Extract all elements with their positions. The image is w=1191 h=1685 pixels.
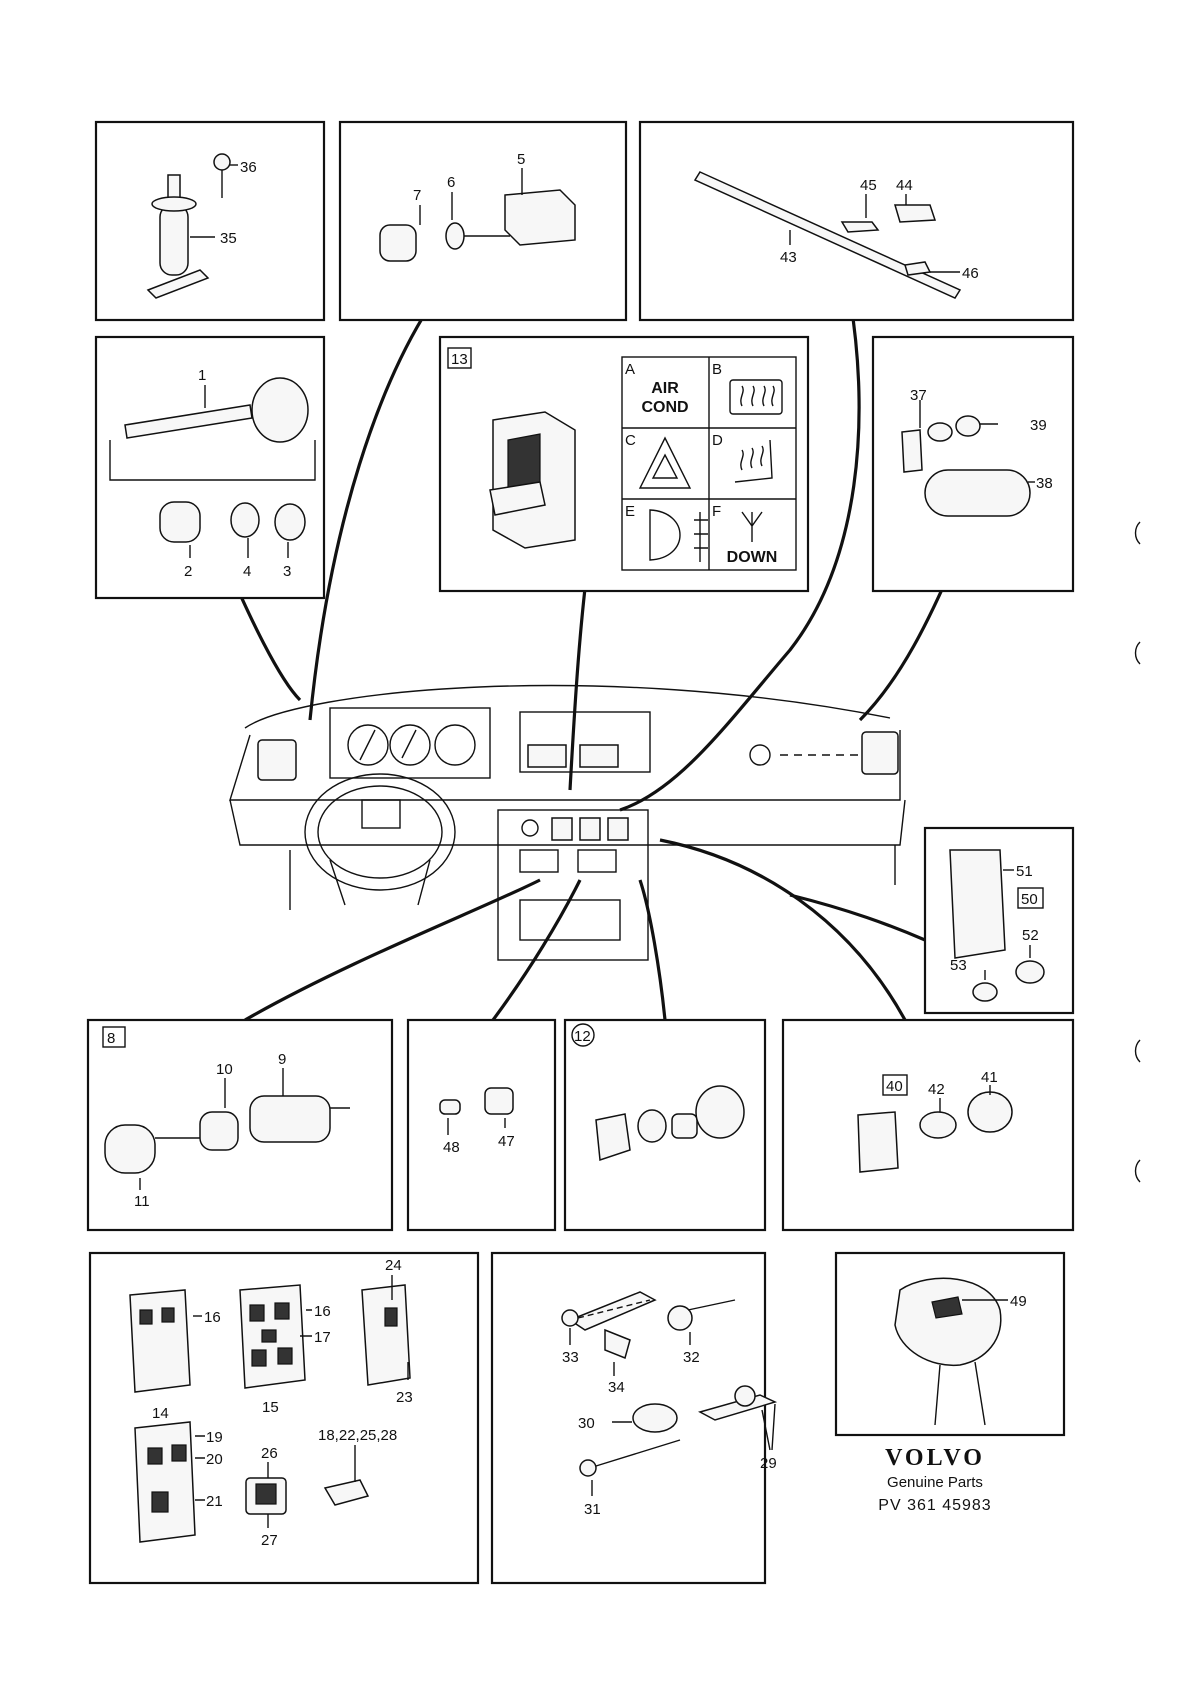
- symbol-b-letter: B: [712, 361, 722, 378]
- callout-46: 46: [962, 265, 979, 282]
- box-part-12: 12: [563, 1018, 767, 1232]
- callout-15: 15: [262, 1399, 279, 1416]
- box-part-49: 49: [834, 1251, 1066, 1437]
- callout-12: 12: [574, 1028, 591, 1045]
- callout-11: 11: [134, 1193, 150, 1210]
- brand-logo: VOLVO: [885, 1445, 985, 1471]
- callout-3: 3: [283, 563, 291, 580]
- symbol-a-letter: A: [625, 361, 635, 378]
- box-parts-8-11: 8 10 9 11: [86, 1018, 394, 1232]
- callout-5: 5: [517, 151, 525, 168]
- callout-34: 34: [608, 1379, 625, 1396]
- callout-4: 4: [243, 563, 251, 580]
- callout-44: 44: [896, 177, 913, 194]
- callout-48: 48: [443, 1139, 460, 1156]
- callout-16a: 16: [204, 1309, 221, 1326]
- box-parts-29-34: 33 34 32 30 29 31: [490, 1251, 778, 1585]
- box-parts-35-36: 36 35: [94, 120, 326, 322]
- callout-2: 2: [184, 563, 192, 580]
- symbol-d-letter: D: [712, 432, 723, 449]
- callout-45: 45: [860, 177, 877, 194]
- box-parts-43-46: 43 45 44 46: [638, 120, 1075, 322]
- rear-defrost-icon: [729, 379, 783, 415]
- callout-31: 31: [584, 1501, 601, 1518]
- box-switch-panels-14-28: 16 14 16 17 15 24 23 19 20 21 26 27: [88, 1251, 480, 1585]
- box-parts-50-53: 51 50 52 53: [923, 826, 1075, 1015]
- footer-brand: VOLVO Genuine Parts PV 361 45983: [878, 1445, 991, 1514]
- heated-seat-icon: [734, 439, 773, 483]
- symbol-grid: A AIR COND B C D E F: [621, 356, 797, 571]
- callout-37: 37: [910, 387, 927, 404]
- callout-53: 53: [950, 957, 967, 974]
- box-switch-13: 13 A AIR COND B C D E: [438, 335, 810, 593]
- box-parts-1-4: 1 2 4 3: [94, 335, 326, 600]
- fog-light-icon: [649, 509, 708, 562]
- callout-6: 6: [447, 174, 455, 191]
- callout-18-22-25-28: 18,22,25,28: [318, 1427, 397, 1444]
- symbol-a-line1: AIR: [651, 380, 679, 397]
- symbol-f-letter: F: [712, 503, 721, 520]
- callout-43: 43: [780, 249, 797, 266]
- callout-24: 24: [385, 1257, 402, 1274]
- dashboard-illustration: [229, 684, 906, 961]
- callout-40: 40: [886, 1078, 903, 1095]
- callout-8: 8: [107, 1030, 115, 1047]
- callout-16b: 16: [314, 1303, 331, 1320]
- hazard-warning-icon: [638, 436, 692, 489]
- reference-number: PV 361 45983: [878, 1497, 991, 1514]
- callout-17: 17: [314, 1329, 331, 1346]
- callout-51: 51: [1016, 863, 1033, 880]
- brand-subtitle: Genuine Parts: [887, 1474, 983, 1491]
- callout-52: 52: [1022, 927, 1039, 944]
- callout-35: 35: [220, 230, 237, 247]
- callout-50: 50: [1021, 891, 1038, 908]
- callout-21: 21: [206, 1493, 223, 1510]
- callout-42: 42: [928, 1081, 945, 1098]
- callout-29: 29: [760, 1455, 777, 1472]
- callout-7: 7: [413, 187, 421, 204]
- callout-19: 19: [206, 1429, 223, 1446]
- callout-30: 30: [578, 1415, 595, 1432]
- callout-32: 32: [683, 1349, 700, 1366]
- callout-39: 39: [1030, 417, 1047, 434]
- callout-41: 41: [981, 1069, 998, 1086]
- symbol-e-letter: E: [625, 503, 635, 520]
- callout-36: 36: [240, 159, 257, 176]
- binder-marks: [1134, 521, 1141, 1183]
- callout-38: 38: [1036, 475, 1053, 492]
- symbol-c-letter: C: [625, 432, 636, 449]
- callout-20: 20: [206, 1451, 223, 1468]
- symbol-f-text: DOWN: [727, 549, 778, 566]
- callout-1: 1: [198, 367, 206, 384]
- callout-14: 14: [152, 1405, 169, 1422]
- symbol-a-line2: COND: [641, 399, 688, 416]
- box-parts-5-6-7: 7 6 5: [338, 120, 628, 322]
- box-parts-37-39: 37 39 38: [871, 335, 1075, 593]
- box-parts-40-42: 40 42 41: [781, 1018, 1075, 1232]
- callout-33: 33: [562, 1349, 579, 1366]
- callout-13: 13: [451, 351, 468, 368]
- callout-23: 23: [396, 1389, 413, 1406]
- callout-9: 9: [278, 1051, 286, 1068]
- callout-27: 27: [261, 1532, 278, 1549]
- callout-49: 49: [1010, 1293, 1027, 1310]
- callout-26: 26: [261, 1445, 278, 1462]
- callout-10: 10: [216, 1061, 233, 1078]
- callout-47: 47: [498, 1133, 515, 1150]
- antenna-down-icon: [741, 511, 763, 542]
- box-parts-47-48: 48 47: [406, 1018, 557, 1232]
